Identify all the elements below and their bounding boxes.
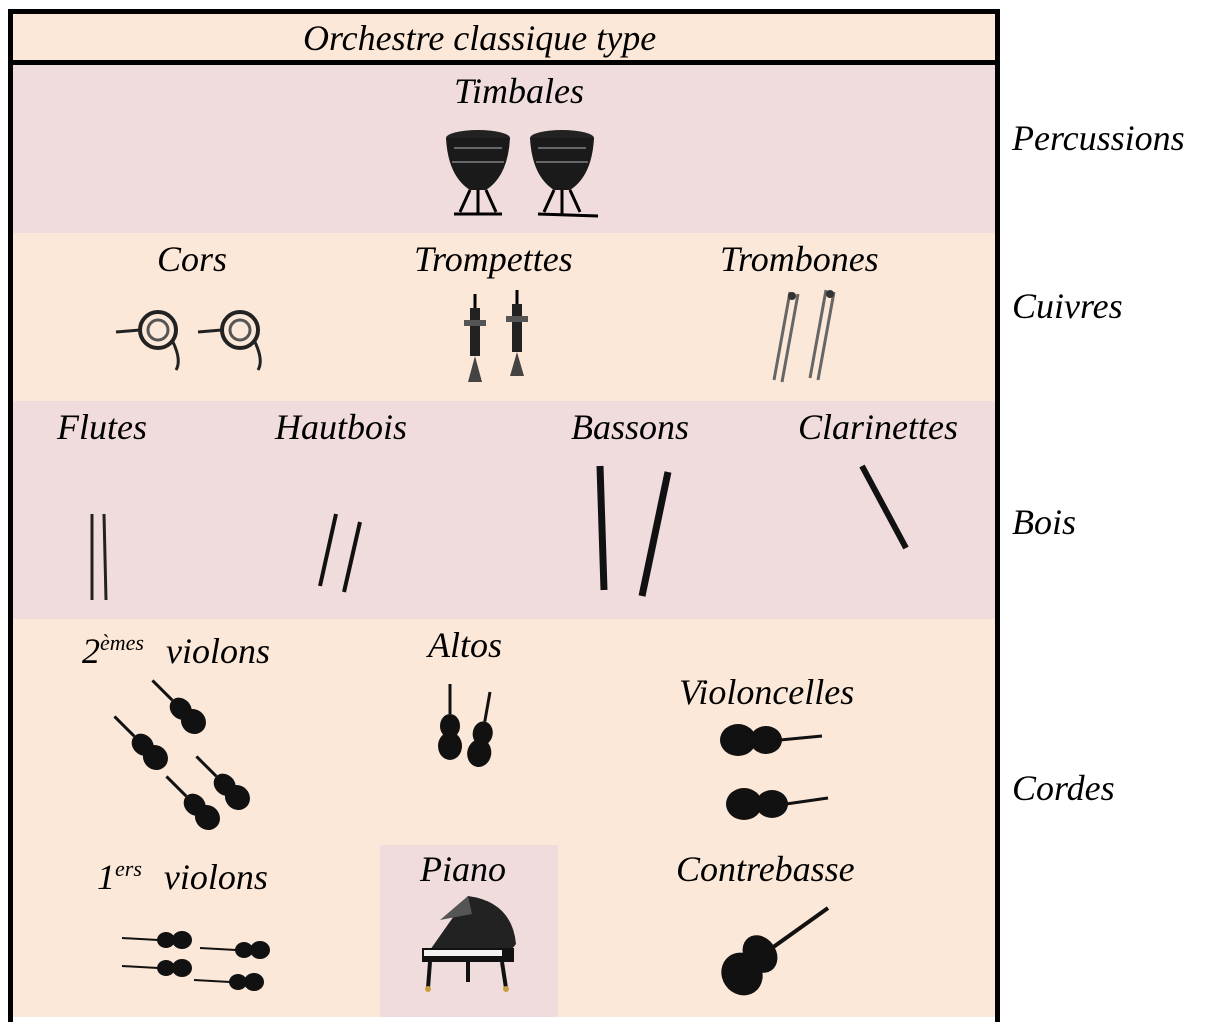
label-horns: Cors [157, 241, 227, 277]
timpani-icon [440, 128, 610, 220]
label-flutes: Flutes [57, 409, 147, 445]
trumpets-icon [460, 290, 540, 386]
second-violins-suffix: èmes [100, 630, 144, 655]
second-violins-number: 2 [82, 631, 100, 671]
group-label-woodwinds: Bois [1012, 504, 1076, 540]
orchestra-title: Orchestre classique type [303, 20, 656, 56]
first-violins-word: violons [164, 857, 268, 897]
first-violins-suffix: ers [115, 856, 142, 881]
label-oboes: Hautbois [275, 409, 407, 445]
second-violins-icon [112, 678, 262, 830]
label-timpani: Timbales [454, 73, 584, 109]
first-violins-icon [122, 924, 274, 1002]
label-second-violins: 2èmes violons [82, 632, 270, 669]
second-violins-word: violons [166, 631, 270, 671]
horns-icon [112, 304, 272, 374]
label-clarinets: Clarinettes [798, 409, 958, 445]
cellos-icon [718, 720, 834, 830]
first-violins-number: 1 [97, 857, 115, 897]
double-bass-icon [718, 904, 834, 996]
label-cellos: Violoncelles [679, 674, 854, 710]
label-bassoons: Bassons [571, 409, 689, 445]
label-trumpets: Trompettes [414, 241, 573, 277]
label-trombones: Trombones [720, 241, 879, 277]
piano-icon [416, 892, 522, 994]
trombones-icon [768, 288, 848, 384]
label-first-violins: 1ers violons [97, 858, 268, 895]
group-label-brass: Cuivres [1012, 288, 1123, 324]
clarinets-icon [856, 462, 916, 556]
label-double-bass: Contrebasse [676, 851, 855, 887]
bassoons-icon [590, 462, 680, 602]
group-label-percussion: Percussions [1012, 120, 1185, 156]
flutes-icon [84, 512, 114, 602]
violas-icon [432, 684, 512, 766]
label-piano: Piano [420, 851, 506, 887]
label-violas: Altos [428, 627, 502, 663]
group-label-strings: Cordes [1012, 770, 1115, 806]
oboes-icon [314, 510, 370, 596]
